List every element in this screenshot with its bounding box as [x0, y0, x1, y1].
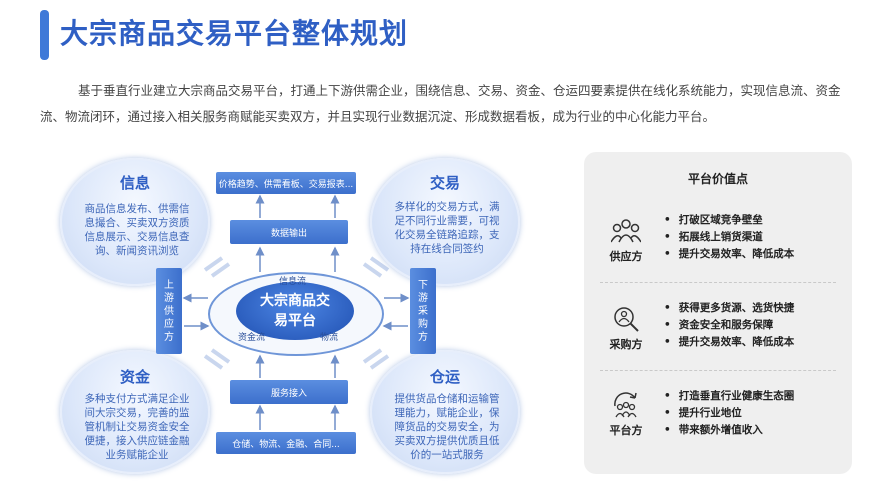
divider — [600, 370, 836, 371]
divider — [600, 282, 836, 283]
page-title: 大宗商品交易平台整体规划 — [60, 17, 409, 50]
list-item: 提升交易效率、降低成本 — [664, 246, 795, 263]
role-buyer: 采购方 — [584, 306, 668, 352]
info-text: 商品信息发布、供需信息撮合、买卖双方资质信息展示、交易信息查询、新闻资讯浏览 — [84, 203, 190, 257]
info-title: 信息 — [119, 174, 150, 192]
flow-info-label: 信息流 — [279, 277, 307, 287]
downstream-label: 下游采购方 — [418, 279, 428, 343]
info-bubble: 信息 商品信息发布、供需信息撮合、买卖双方资质信息展示、交易信息查询、新闻资讯浏… — [60, 158, 210, 286]
role-supplier: 供应方 — [584, 218, 668, 264]
chevron-bottom-left — [203, 348, 231, 370]
top-box-dashboards: 价格趋势、供需看板、交易报表... — [216, 172, 356, 194]
logistics-bubble: 仓运 提供货品仓储和运输管理能力，赋能企业，保障货品的交易安全，为买卖双方提供优… — [370, 350, 520, 474]
role-platform-points: 打造垂直行业健康生态圈 提升行业地位 带来额外增值收入 — [664, 388, 795, 439]
upstream-label: 上游供应方 — [164, 279, 174, 343]
role-buyer-label: 采购方 — [609, 338, 643, 351]
chevron-top-left — [203, 256, 231, 278]
role-platform: 平台方 — [584, 392, 668, 438]
logistics-text: 提供货品仓储和运输管理能力，赋能企业，保障货品的交易安全，为买卖双方提供优质且低… — [394, 393, 500, 461]
funds-title: 资金 — [119, 368, 150, 386]
search-people-icon — [614, 307, 639, 332]
title-accent-bar — [40, 10, 49, 60]
list-item: 带来额外增值收入 — [664, 422, 794, 439]
list-item: 拓展线上销货渠道 — [664, 229, 794, 246]
bottom-box-services: 仓储、物流、金融、合同... — [216, 432, 356, 454]
intro-paragraph: 基于垂直行业建立大宗商品交易平台，打通上下游供需企业，围绕信息、交易、资金、仓运… — [40, 83, 841, 124]
list-item: 打破区域竞争壁垒 — [664, 212, 794, 229]
center-label: 大宗商品交易平台 — [260, 293, 330, 329]
data-output-box: 数据输出 — [230, 220, 348, 244]
role-buyer-points: 获得更多货源、选货快捷 资金安全和服务保障 提升交易效率、降低成本 — [664, 300, 795, 351]
list-item: 提升交易效率、降低成本 — [664, 334, 795, 351]
list-item: 获得更多货源、选货快捷 — [664, 300, 795, 317]
trade-bubble: 交易 多样化的交易方式，满足不同行业需要，可视化交易全链路追踪，支持在线合同签约 — [370, 158, 520, 286]
center-platform: 大宗商品交易平台 — [236, 282, 354, 340]
trade-text: 多样化的交易方式，满足不同行业需要，可视化交易全链路追踪，支持在线合同签约 — [394, 201, 500, 255]
value-panel-title: 平台价值点 — [687, 172, 748, 186]
list-item: 提升行业地位 — [664, 405, 794, 422]
list-item: 资金安全和服务保障 — [664, 317, 794, 334]
flow-funds-label: 资金流 — [238, 333, 266, 343]
upstream-supplier-box: 上游供应方 — [156, 268, 182, 354]
cycle-people-icon — [614, 392, 637, 418]
downstream-buyer-box: 下游采购方 — [410, 268, 436, 354]
funds-bubble: 资金 多种支付方式满足企业间大宗交易，完善的监管机制让交易资金安全便捷，接入供应… — [60, 350, 210, 474]
flow-logistics-label: 物流 — [320, 333, 339, 343]
funds-text: 多种支付方式满足企业间大宗交易，完善的监管机制让交易资金安全便捷，接入供应链金融… — [84, 393, 190, 461]
value-panel: 平台价值点 供应方 打破区域竞争壁垒 拓展线上销货渠道 提升交易效率、降低成本 … — [584, 152, 852, 474]
trade-title: 交易 — [429, 174, 460, 192]
logistics-title: 仓运 — [429, 368, 460, 386]
role-platform-label: 平台方 — [609, 424, 643, 437]
role-supplier-points: 打破区域竞争壁垒 拓展线上销货渠道 提升交易效率、降低成本 — [664, 212, 795, 263]
list-item: 打造垂直行业健康生态圈 — [664, 388, 795, 405]
role-supplier-label: 供应方 — [609, 250, 643, 263]
service-access-box: 服务接入 — [230, 380, 348, 404]
group-icon — [611, 219, 641, 243]
